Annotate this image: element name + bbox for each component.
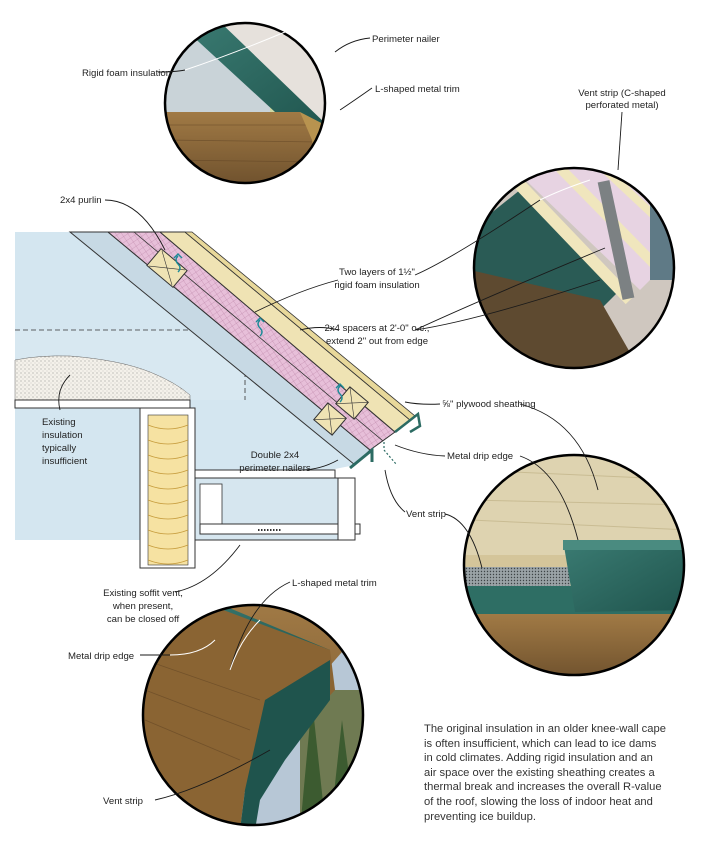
label-vent-strip-c-shaped: Vent strip (C-shaped <box>578 88 665 99</box>
label-existing-insulation-4: insufficient <box>42 456 87 467</box>
caption-line: of the roof, slowing the loss of indoor … <box>424 795 653 808</box>
label-existing-insulation-3: typically <box>42 443 76 454</box>
label-existing-insulation-2: insulation <box>42 430 83 441</box>
label-rigid-foam-insulation: Rigid foam insulation <box>82 68 171 79</box>
caption-line: thermal break and increases the overall … <box>424 781 662 794</box>
label-plywood-sheathing: ⅝" plywood sheathing <box>442 399 536 410</box>
label-soffit-vent-2: when present, <box>112 601 173 612</box>
caption-line: air space over the existing sheathing cr… <box>424 766 655 779</box>
label-double-nailers-2: perimeter nailers <box>239 463 311 474</box>
label-metal-drip-edge-left: Metal drip edge <box>68 651 134 662</box>
caption-line: The original insulation in an older knee… <box>424 723 666 735</box>
label-purlin: 2x4 purlin <box>60 195 102 206</box>
caption-text: The original insulation in an older knee… <box>424 722 694 824</box>
leader-lines <box>58 31 623 801</box>
labels: Rigid foam insulation Perimeter nailer L… <box>42 34 666 807</box>
photo-rigid-foam-detail <box>165 23 325 183</box>
photo-metal-trim-detail <box>143 605 363 825</box>
caption-line: in cold climates. Adding rigid insulatio… <box>424 752 653 765</box>
caption-line: preventing ice buildup. <box>424 810 536 823</box>
label-perimeter-nailer: Perimeter nailer <box>372 34 441 45</box>
label-existing-insulation: Existing <box>42 417 76 428</box>
label-vent-strip-bottom: Vent strip <box>103 796 143 807</box>
label-soffit-vent-3: can be closed off <box>107 614 180 625</box>
label-spacers: 2x4 spacers at 2'-0" o.c., <box>325 323 430 334</box>
caption-line: is often insufficient, which can lead to… <box>424 737 657 750</box>
label-vent-strip-mid: Vent strip <box>406 509 446 520</box>
label-soffit-vent: Existing soffit vent, <box>103 588 183 599</box>
photo-vent-strip-detail <box>474 168 674 368</box>
label-l-shaped-metal-trim-bottom: L-shaped metal trim <box>292 578 377 589</box>
label-metal-drip-edge-right: Metal drip edge <box>447 451 513 462</box>
label-vent-strip-c-shaped-2: perforated metal) <box>585 100 658 111</box>
label-l-shaped-metal-trim-top: L-shaped metal trim <box>375 84 460 95</box>
label-double-nailers: Double 2x4 <box>251 450 300 461</box>
label-spacers-2: extend 2" out from edge <box>326 336 428 347</box>
airflow-icon <box>173 253 345 403</box>
roof-section-drawing <box>14 231 422 569</box>
label-two-layers-foam: Two layers of 1½" <box>339 267 415 278</box>
label-two-layers-foam-2: rigid foam insulation <box>334 280 419 291</box>
